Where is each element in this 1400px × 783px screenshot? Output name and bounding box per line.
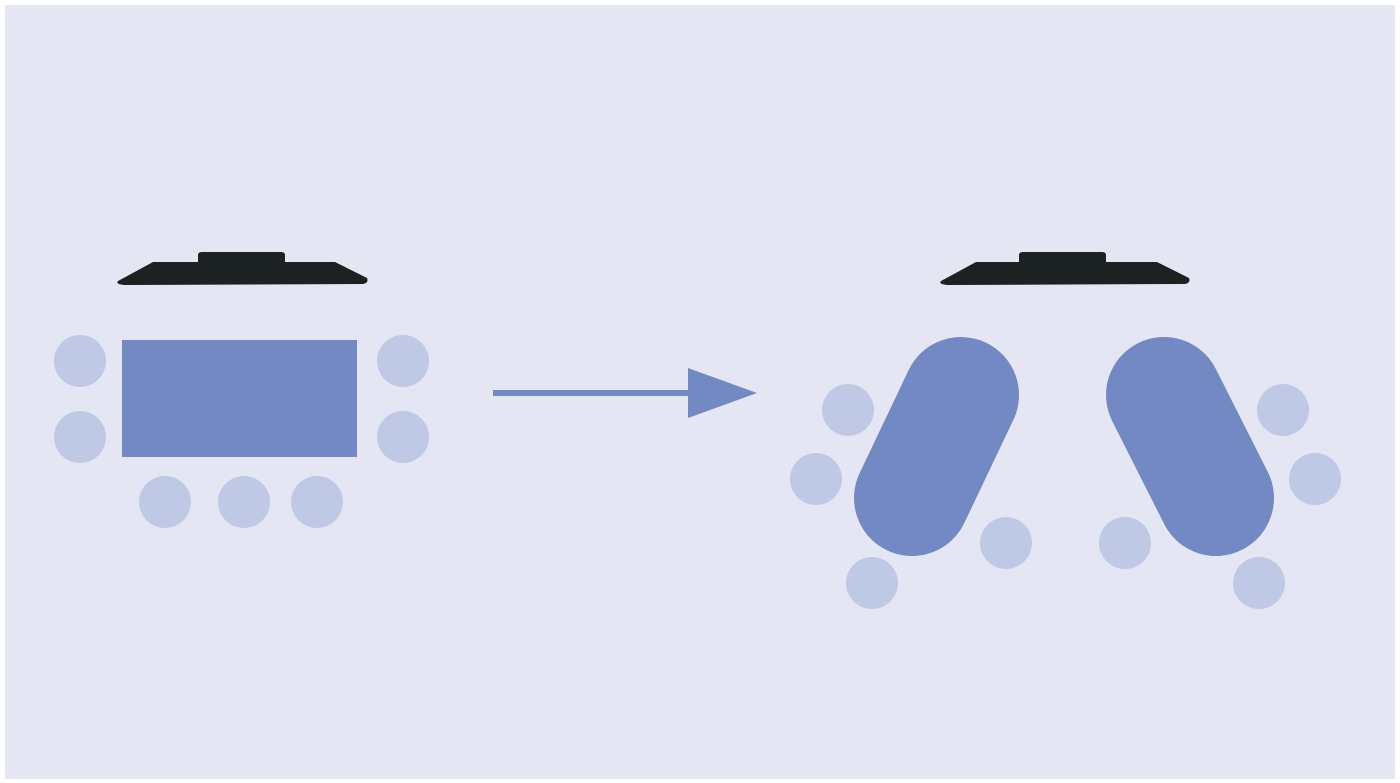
after-layout bbox=[790, 252, 1341, 609]
chair-icon bbox=[822, 384, 874, 436]
chair-icon bbox=[377, 335, 429, 387]
chair-icon bbox=[980, 517, 1032, 569]
before-layout bbox=[54, 252, 429, 528]
chair-icon bbox=[54, 335, 106, 387]
arrow-shaft bbox=[493, 390, 693, 396]
chair-icon bbox=[790, 453, 842, 505]
chair-icon bbox=[218, 476, 270, 528]
chair-icon bbox=[291, 476, 343, 528]
chair-icon bbox=[1099, 517, 1151, 569]
capsule-table-left bbox=[854, 337, 1019, 556]
chair-icon bbox=[1289, 453, 1341, 505]
tv-screen-icon bbox=[940, 252, 1190, 285]
rectangular-table bbox=[122, 340, 357, 457]
layout-diagram-svg bbox=[5, 5, 1395, 779]
capsule-table-right bbox=[1106, 337, 1274, 556]
chair-icon bbox=[1233, 557, 1285, 609]
chair-icon bbox=[54, 411, 106, 463]
layout-diagram bbox=[5, 5, 1395, 779]
chair-icon bbox=[1257, 384, 1309, 436]
arrow-right-icon bbox=[493, 368, 757, 418]
chair-icon bbox=[846, 557, 898, 609]
chair-icon bbox=[377, 411, 429, 463]
arrow-head bbox=[688, 368, 757, 418]
tv-screen-icon bbox=[117, 252, 368, 285]
chair-icon bbox=[139, 476, 191, 528]
